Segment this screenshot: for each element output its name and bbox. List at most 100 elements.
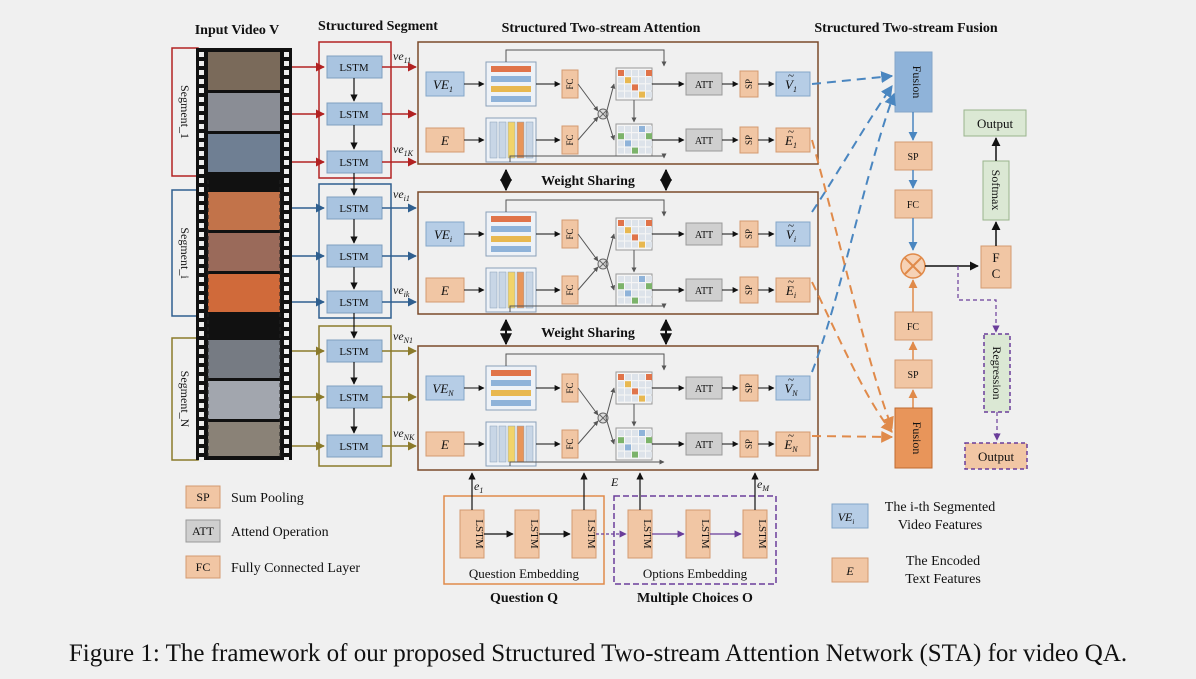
segment-bracket-1: Segment_1 (171, 47, 199, 177)
structured-segment-box-i (318, 183, 392, 319)
question-e1-label: e1 (474, 479, 483, 495)
lstm-label: LSTM (339, 251, 369, 263)
lstm-label: LSTM (339, 157, 369, 169)
question-embedding-label: Question Embedding (469, 566, 580, 581)
fusion-top-label: Fusion (910, 66, 924, 99)
options-embedding: Options Embedding Multiple Choices O E e… (610, 475, 777, 606)
lstm-label: LSTM (641, 519, 653, 549)
lstm-label: LSTM (339, 109, 369, 121)
segment-label-i: Segment_i (178, 227, 192, 279)
output-top-label: Output (977, 116, 1014, 131)
regression-box (983, 333, 1011, 413)
att-box-label: ATT (695, 286, 713, 297)
attention-grid (615, 67, 653, 101)
weight-sharing-label-2: Weight Sharing (541, 326, 635, 341)
ve-label-1k: ve1K (393, 142, 414, 158)
e-box (425, 277, 465, 303)
options-embedding-box (613, 495, 777, 585)
video-feature-stack (485, 365, 537, 411)
legend-sp-key: SP (196, 490, 210, 504)
lstm-label: LSTM (339, 346, 369, 358)
framework-diagram: Input Video V Structured Segment Structu… (171, 19, 1028, 606)
film-strip (196, 48, 292, 462)
ve-box-label: VEN (432, 381, 454, 398)
segment-lstm-cell: LSTM (292, 196, 417, 244)
attended-video-label: V1 (785, 77, 797, 94)
attended-text-box (775, 277, 811, 303)
option-lstm-cell: LSTM (685, 509, 742, 559)
fc-top-label: FC (907, 200, 920, 211)
softmax-label: Softmax (989, 170, 1003, 211)
e-box (425, 127, 465, 153)
segment-lstm-cell: LSTM (292, 55, 417, 102)
legend-ve-text-2: Video Features (898, 518, 982, 533)
sp-bottom-label: SP (907, 370, 919, 381)
ve-box-label: VE1 (433, 77, 453, 94)
legend-att-swatch (185, 519, 221, 543)
tilde-mark: ~ (788, 126, 794, 138)
lstm-label: LSTM (699, 519, 711, 549)
ve-label-11: ve11 (393, 49, 411, 65)
sp-top-box (894, 141, 933, 171)
question-embedding: Question Embedding Question Q e1 (443, 479, 605, 606)
legend-att-text: Attend Operation (231, 525, 329, 540)
sp-box-label: SP (744, 229, 754, 239)
lstm-label: LSTM (528, 519, 540, 549)
header-input-video: Input Video V (195, 23, 280, 38)
segment-lstm-cell: LSTM (292, 150, 417, 174)
sp-box-label: SP (744, 135, 754, 145)
options-embedding-label: Options Embedding (643, 566, 748, 581)
output-bottom-box (964, 442, 1028, 470)
weight-sharing-2: Weight Sharing (500, 318, 672, 346)
lstm-label: LSTM (339, 297, 369, 309)
legend-att-key: ATT (192, 524, 215, 538)
e-box (425, 431, 465, 457)
segment-label-1: Segment_1 (178, 85, 192, 139)
ve-box-label: VEi (434, 227, 452, 244)
sp-box-label: SP (744, 285, 754, 295)
text-feature-stack (485, 117, 537, 163)
weight-sharing-1: Weight Sharing (500, 168, 672, 192)
ve-label-ik: veik (393, 283, 410, 299)
sp-box-label: SP (744, 439, 754, 449)
question-embedding-box (443, 495, 605, 585)
tilde-mark: ~ (788, 276, 794, 288)
sp-box-label: SP (744, 79, 754, 89)
att-box-label: ATT (695, 136, 713, 147)
output-bottom-label: Output (978, 449, 1015, 464)
header-two-stream-attention: Structured Two-stream Attention (502, 21, 701, 36)
segment-lstm-cell: LSTM (292, 434, 417, 458)
fc-box-label: FC (565, 382, 575, 393)
segment-lstm-cell: LSTM (292, 290, 417, 314)
attended-video-label: VN (784, 381, 798, 398)
question-lstm-cell: LSTM (459, 472, 514, 559)
attended-video-box (775, 375, 811, 401)
lstm-label: LSTM (473, 519, 485, 549)
attention-block-frame (417, 345, 819, 471)
legend-fc-swatch (185, 555, 221, 579)
legend-e-text-1: The Encoded (906, 554, 980, 569)
legend-right: VEi The i-th Segmented Video Features E … (831, 500, 995, 587)
fc-box-label: FC (565, 228, 575, 239)
legend-ve-text-1: The i-th Segmented (885, 500, 995, 515)
option-lstm-cell: LSTM (627, 472, 685, 559)
video-feature-stack (485, 61, 537, 107)
attended-text-label: E1 (784, 133, 797, 150)
text-feature-stack (485, 421, 537, 467)
output-top-box (963, 109, 1027, 137)
options-E-label: E (610, 475, 619, 489)
fc-box-label: FC (565, 78, 575, 89)
attention-grid (615, 427, 653, 461)
lstm-label: LSTM (339, 203, 369, 215)
fc-box-label: FC (565, 134, 575, 145)
att-box-label: ATT (695, 230, 713, 241)
legend-e-key: E (845, 564, 854, 578)
attention-grid (615, 371, 653, 405)
